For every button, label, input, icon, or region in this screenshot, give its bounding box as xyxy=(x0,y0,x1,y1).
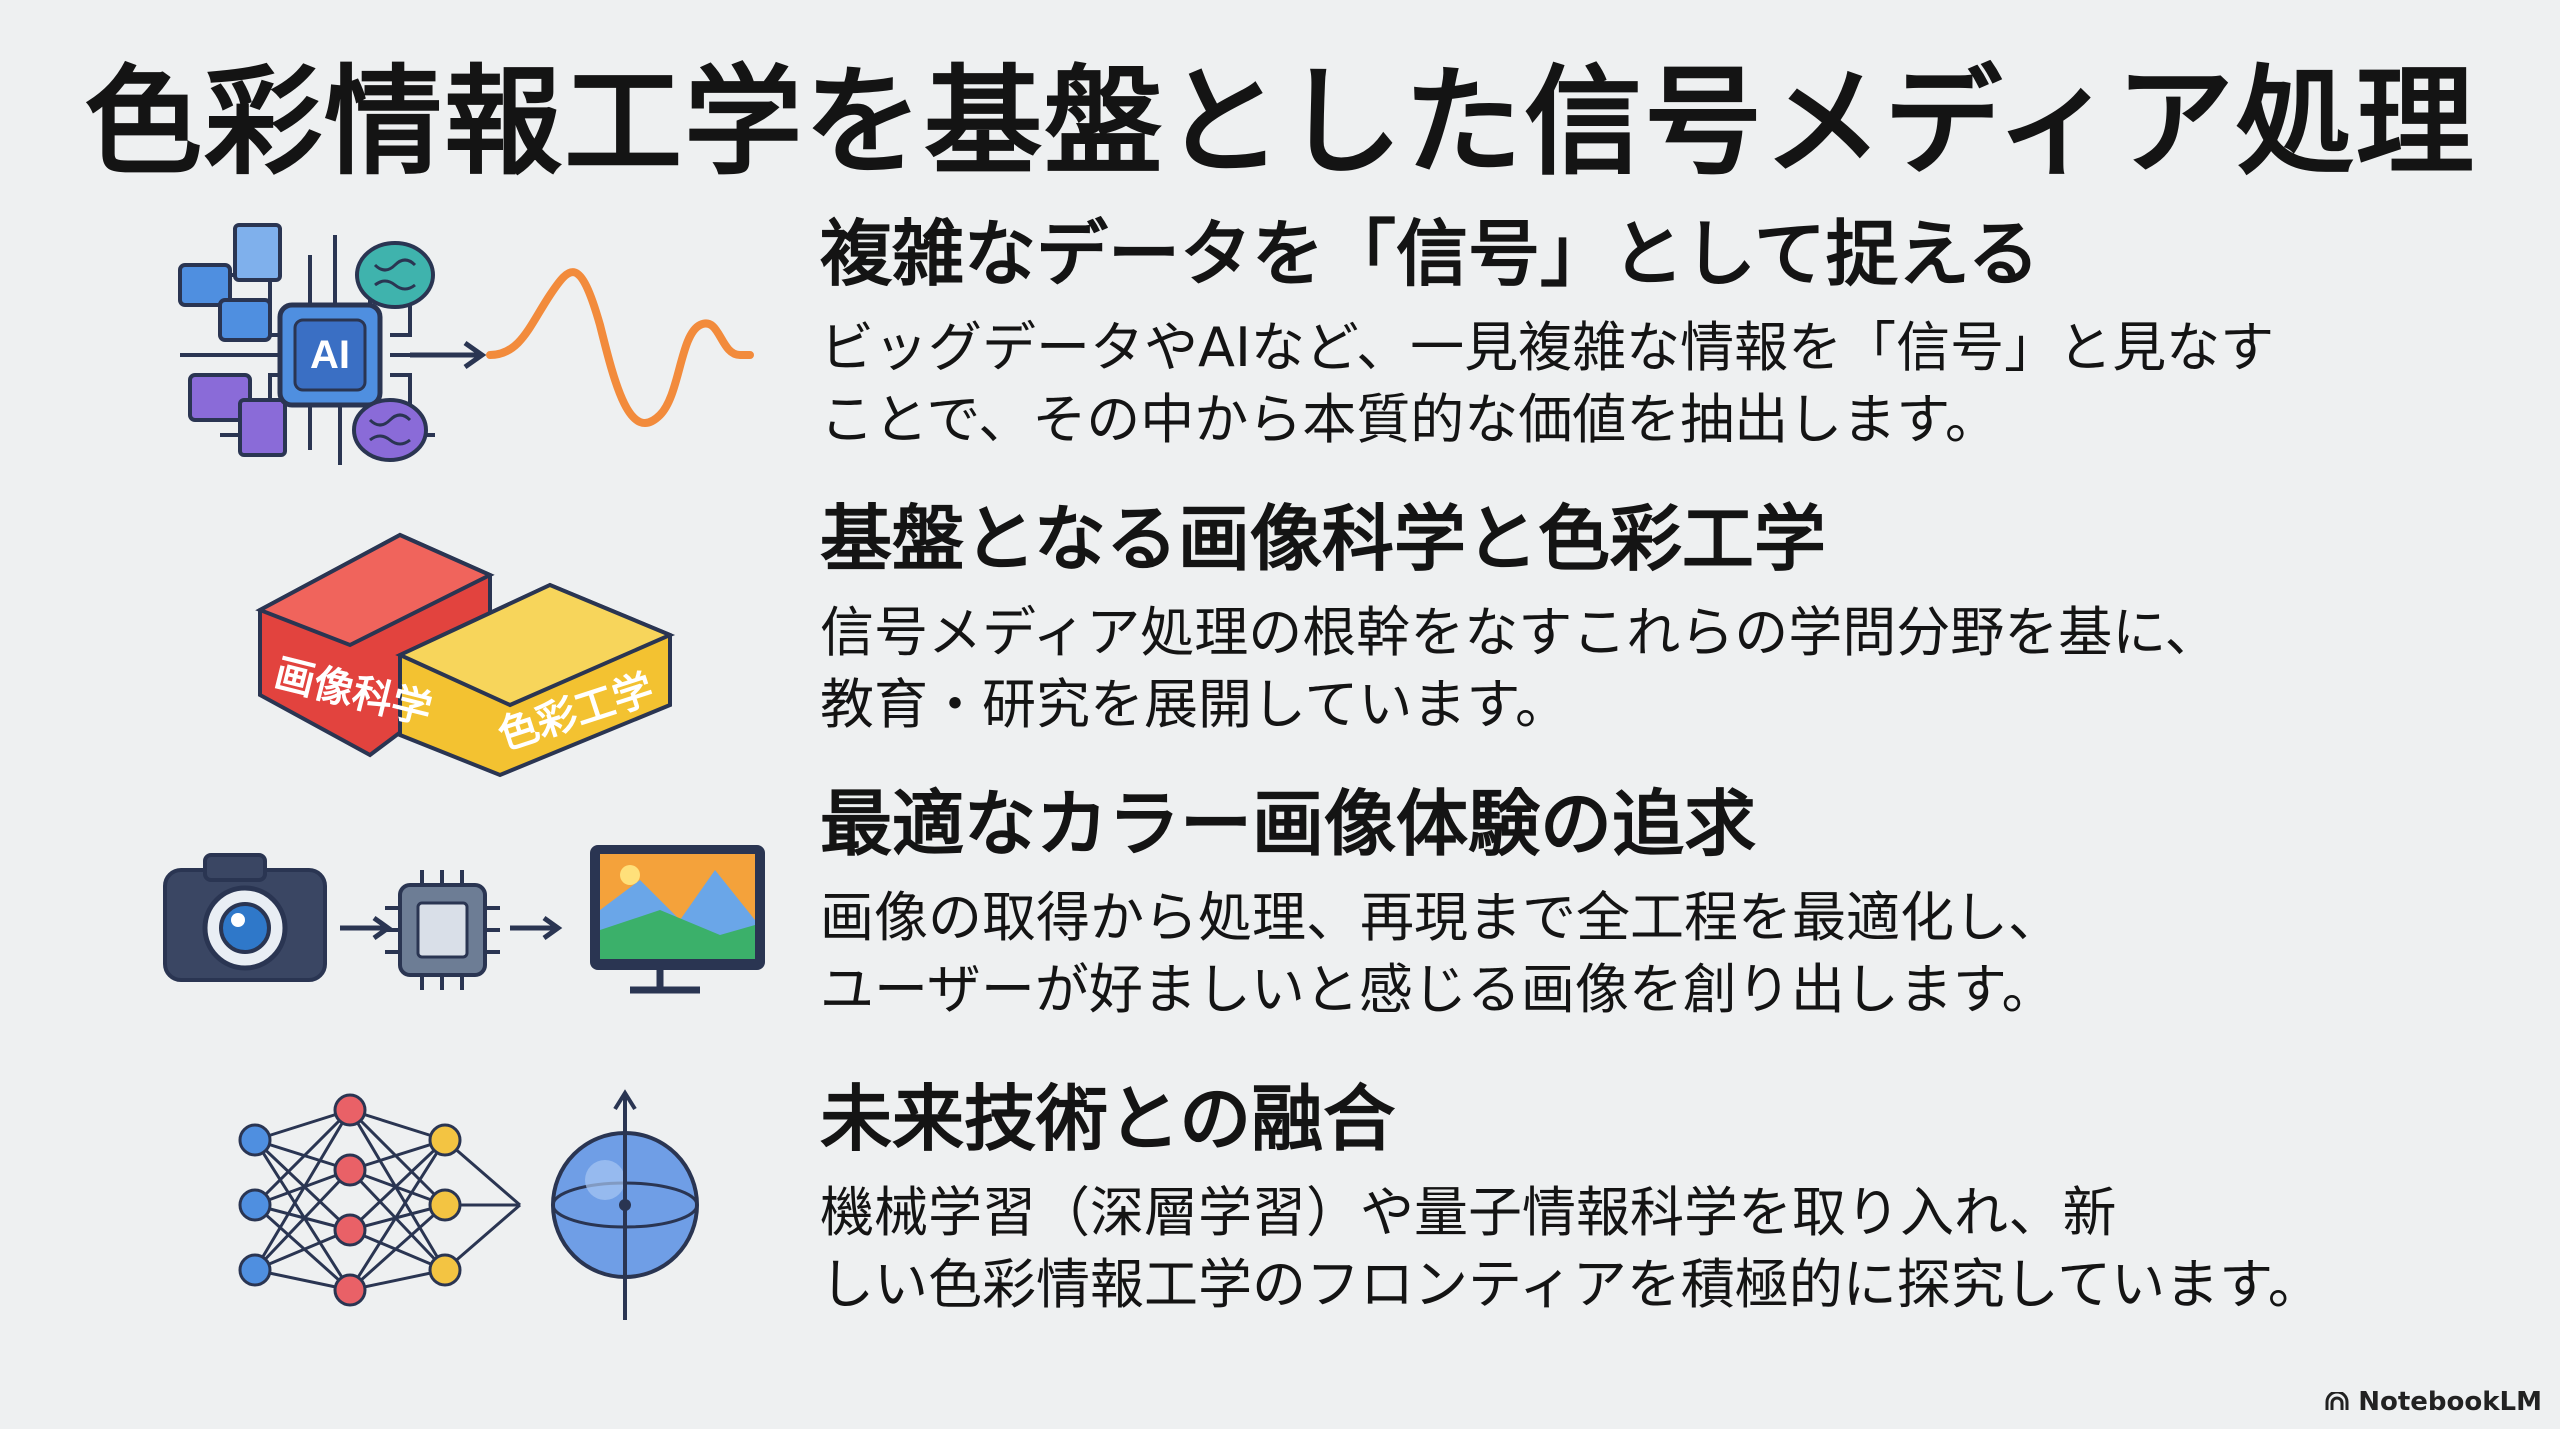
body-line: 機械学習（深層学習）や量子情報科学を取り入れ、新 xyxy=(820,1181,2117,1245)
body-line: ユーザーが好ましいと感じる画像を創り出します。 xyxy=(820,958,2056,1021)
section-1-text: 複雑なデータを「信号」として捉える ビッグデータやAIなど、一見複雑な情報を「信… xyxy=(820,212,2520,456)
body-line: ビッグデータやAIなど、一見複雑な情報を「信号」と見なす xyxy=(820,316,2275,380)
body-line: しい色彩情報工学のフロンティアを積極的に探究しています。 xyxy=(820,1253,2322,1316)
section-2: 画像科学 色彩工学 基盤となる画像科学と色彩工学 信号メディア処理の根幹をなすこ… xyxy=(0,497,2560,778)
section-heading: 基盤となる画像科学と色彩工学 xyxy=(820,497,1826,581)
section-body: 機械学習（深層学習）や量子情報科学を取り入れ、新 しい色彩情報工学のフロンティア… xyxy=(820,1177,2520,1321)
section-heading: 未来技術との融合 xyxy=(820,1077,1396,1161)
ai-chip-label: AI xyxy=(310,333,350,377)
body-line: ことで、その中から本質的な価値を抽出します。 xyxy=(820,388,1999,451)
puzzle-blocks-icon: 画像科学 色彩工学 xyxy=(250,515,680,789)
page-title: 色彩情報工学を基盤とした信号メディア処理 xyxy=(84,53,2476,191)
section-1: AI 複雑なデータを「信号」として捉える ビッグデータやAIなど、一見複雑な情報… xyxy=(0,212,2560,485)
section-2-text: 基盤となる画像科学と色彩工学 信号メディア処理の根幹をなすこれらの学問分野を基に… xyxy=(820,497,2520,741)
watermark-text: NotebookLM xyxy=(2358,1387,2542,1417)
ai-data-to-signal-icon: AI xyxy=(160,215,760,479)
notebooklm-logo-icon xyxy=(2325,1392,2349,1410)
section-4: 未来技術との融合 機械学習（深層学習）や量子情報科学を取り入れ、新 しい色彩情報… xyxy=(0,1077,2560,1350)
body-line: 信号メディア処理の根幹をなすこれらの学問分野を基に、 xyxy=(820,601,2219,665)
body-line: 教育・研究を展開しています。 xyxy=(820,673,1569,736)
section-3-text: 最適なカラー画像体験の追求 画像の取得から処理、再現まで全工程を最適化し、 ユー… xyxy=(820,782,2520,1026)
body-line: 画像の取得から処理、再現まで全工程を最適化し、 xyxy=(820,886,2062,950)
neural-network-qubit-icon xyxy=(220,1085,720,1329)
camera-chip-monitor-icon xyxy=(160,840,780,1004)
section-body: ビッグデータやAIなど、一見複雑な情報を「信号」と見なす ことで、その中から本質… xyxy=(820,312,2520,456)
section-body: 信号メディア処理の根幹をなすこれらの学問分野を基に、 教育・研究を展開しています… xyxy=(820,597,2520,741)
section-4-text: 未来技術との融合 機械学習（深層学習）や量子情報科学を取り入れ、新 しい色彩情報… xyxy=(820,1077,2520,1321)
section-heading: 最適なカラー画像体験の追求 xyxy=(820,782,1757,866)
section-3: 最適なカラー画像体験の追求 画像の取得から処理、再現まで全工程を最適化し、 ユー… xyxy=(0,782,2560,1055)
section-body: 画像の取得から処理、再現まで全工程を最適化し、 ユーザーが好ましいと感じる画像を… xyxy=(820,882,2520,1026)
section-heading: 複雑なデータを「信号」として捉える xyxy=(820,212,2040,296)
notebooklm-watermark: NotebookLM xyxy=(2324,1387,2542,1417)
